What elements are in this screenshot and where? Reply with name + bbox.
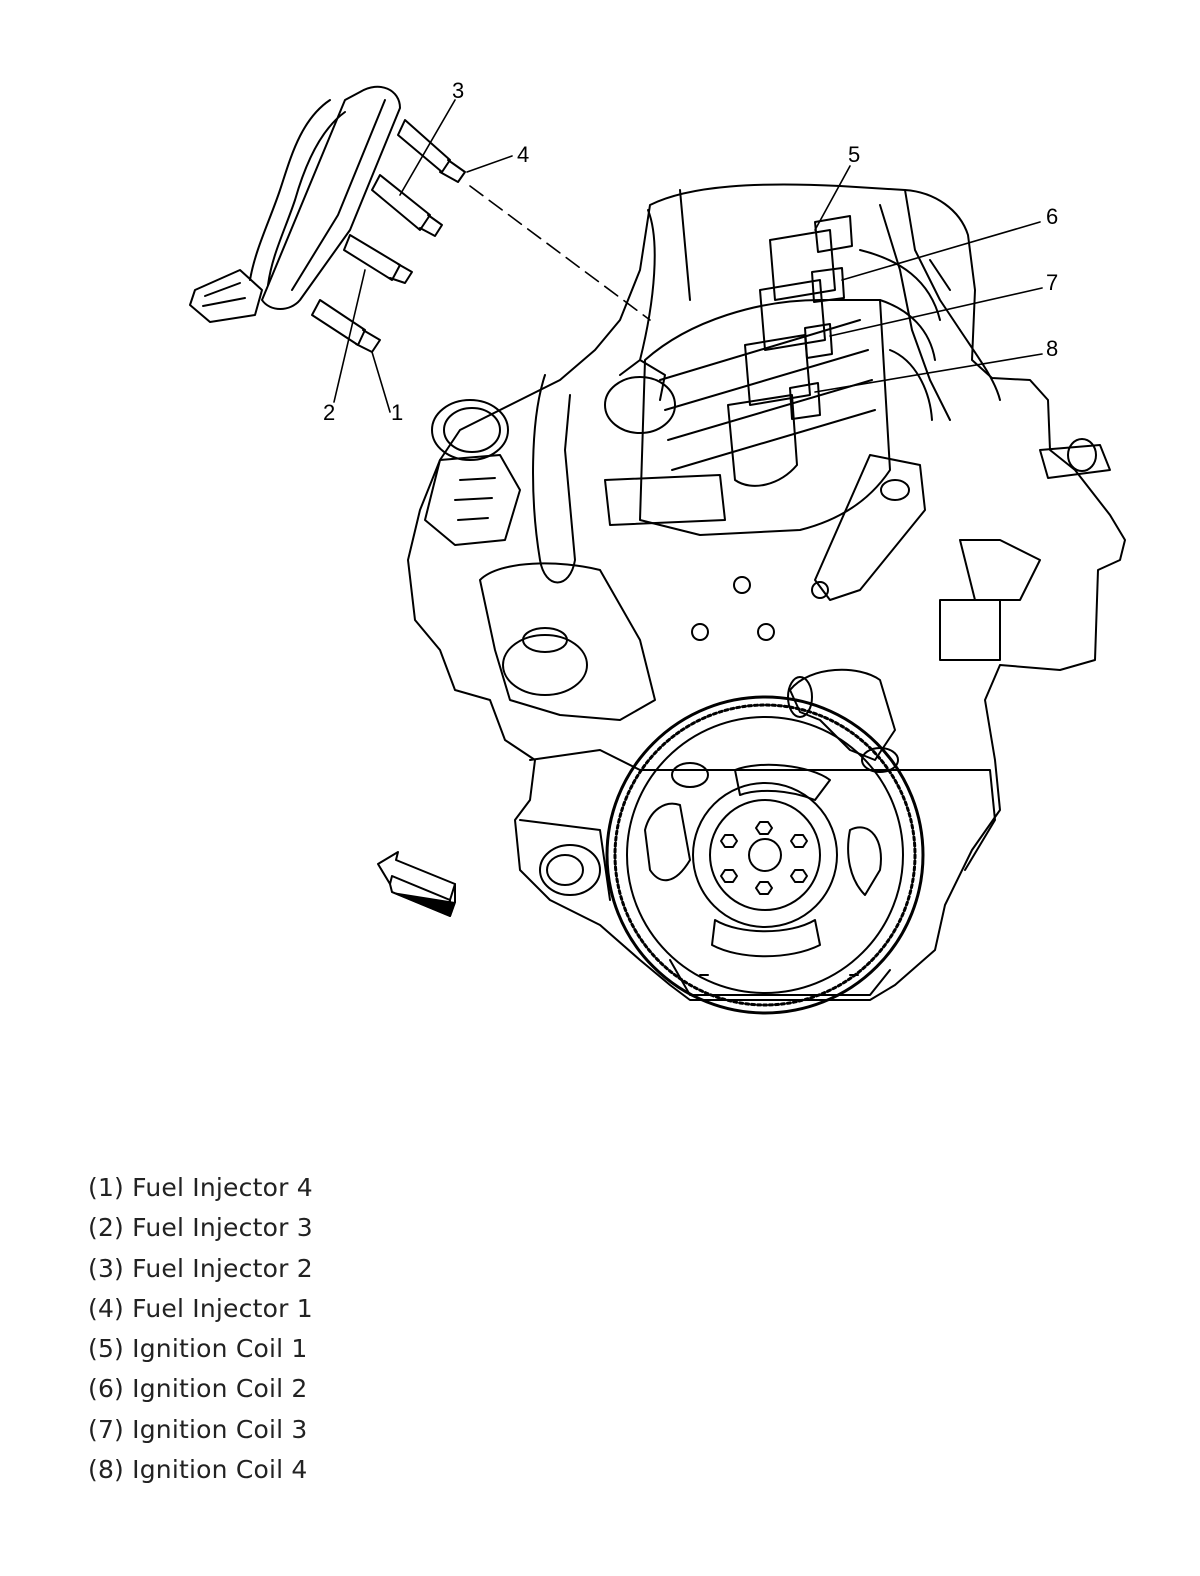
- coil-connector-1: [814, 215, 853, 253]
- leader-lines: [333, 99, 1043, 413]
- callout-8: 8: [1046, 336, 1058, 361]
- legend: (1) Fuel Injector 4 (2) Fuel Injector 3 …: [88, 1168, 313, 1490]
- engine-diagram: 1 2 3 4 5 6 7 8: [189, 78, 1126, 1015]
- bell-housing-flange: [669, 959, 891, 996]
- leader-6: [841, 221, 1041, 281]
- coolant-sensor: [1039, 444, 1111, 479]
- rail-connector: [189, 269, 263, 323]
- callout-4: 4: [517, 142, 529, 167]
- flexplate: [605, 695, 925, 1015]
- coil-connector-2: [811, 267, 845, 303]
- ignition-coil-pack: [727, 215, 853, 487]
- coil-connector-4: [789, 382, 821, 420]
- legend-item: (1) Fuel Injector 4: [88, 1173, 313, 1202]
- legend-item: (4) Fuel Injector 1: [88, 1293, 313, 1323]
- injector-1: [397, 119, 466, 183]
- engine-outline: [407, 183, 1126, 1001]
- vacuum-hose: [532, 374, 576, 584]
- callout-1: 1: [391, 400, 403, 425]
- leader-2: [333, 269, 366, 403]
- callout-6: 6: [1046, 204, 1058, 229]
- injector-4: [311, 299, 381, 353]
- purge-solenoid: [604, 474, 726, 526]
- oil-filler-cap: [502, 634, 588, 696]
- leader-4-dashed: [469, 185, 651, 321]
- callout-5: 5: [848, 142, 860, 167]
- leader-3: [399, 99, 456, 196]
- oil-pan: [519, 749, 996, 901]
- injector-3: [343, 234, 413, 284]
- legend-item: (8) Ignition Coil 4: [88, 1455, 308, 1485]
- front-direction-arrow-icon: [377, 851, 456, 917]
- legend-item: (3) Fuel Injector 2: [88, 1253, 313, 1283]
- timing-cover: [479, 562, 656, 721]
- callout-7: 7: [1046, 270, 1058, 295]
- leader-1: [371, 351, 391, 413]
- callout-2: 2: [323, 400, 335, 425]
- leader-5: [814, 165, 851, 231]
- legend-item: (2) Fuel Injector 3: [88, 1213, 313, 1243]
- leader-4: [466, 155, 513, 173]
- cam-cover: [639, 299, 891, 536]
- leader-7: [829, 287, 1043, 337]
- legend-item: (7) Ignition Coil 3: [88, 1414, 308, 1444]
- cam-cover-ridge: [659, 319, 876, 471]
- coil-connector-3: [804, 323, 833, 359]
- manifold-runners: [859, 249, 1001, 421]
- throttle-body: [431, 399, 509, 461]
- intake-manifold: [639, 189, 961, 421]
- legend-item: (5) Ignition Coil 1: [88, 1334, 308, 1364]
- leader-8: [814, 353, 1043, 393]
- injector-2: [371, 174, 443, 237]
- starter-motor: [539, 844, 601, 896]
- legend-item: (6) Ignition Coil 2: [88, 1374, 308, 1404]
- callout-3: 3: [452, 78, 464, 103]
- engine-assembly: [407, 183, 1126, 1001]
- egr-valve: [604, 376, 676, 434]
- lift-bracket: [814, 454, 926, 601]
- fuel-feed-line: [249, 99, 346, 286]
- fuel-rail: [261, 85, 401, 310]
- fuel-rail-assembly: [189, 85, 466, 353]
- throttle-housing: [424, 454, 521, 546]
